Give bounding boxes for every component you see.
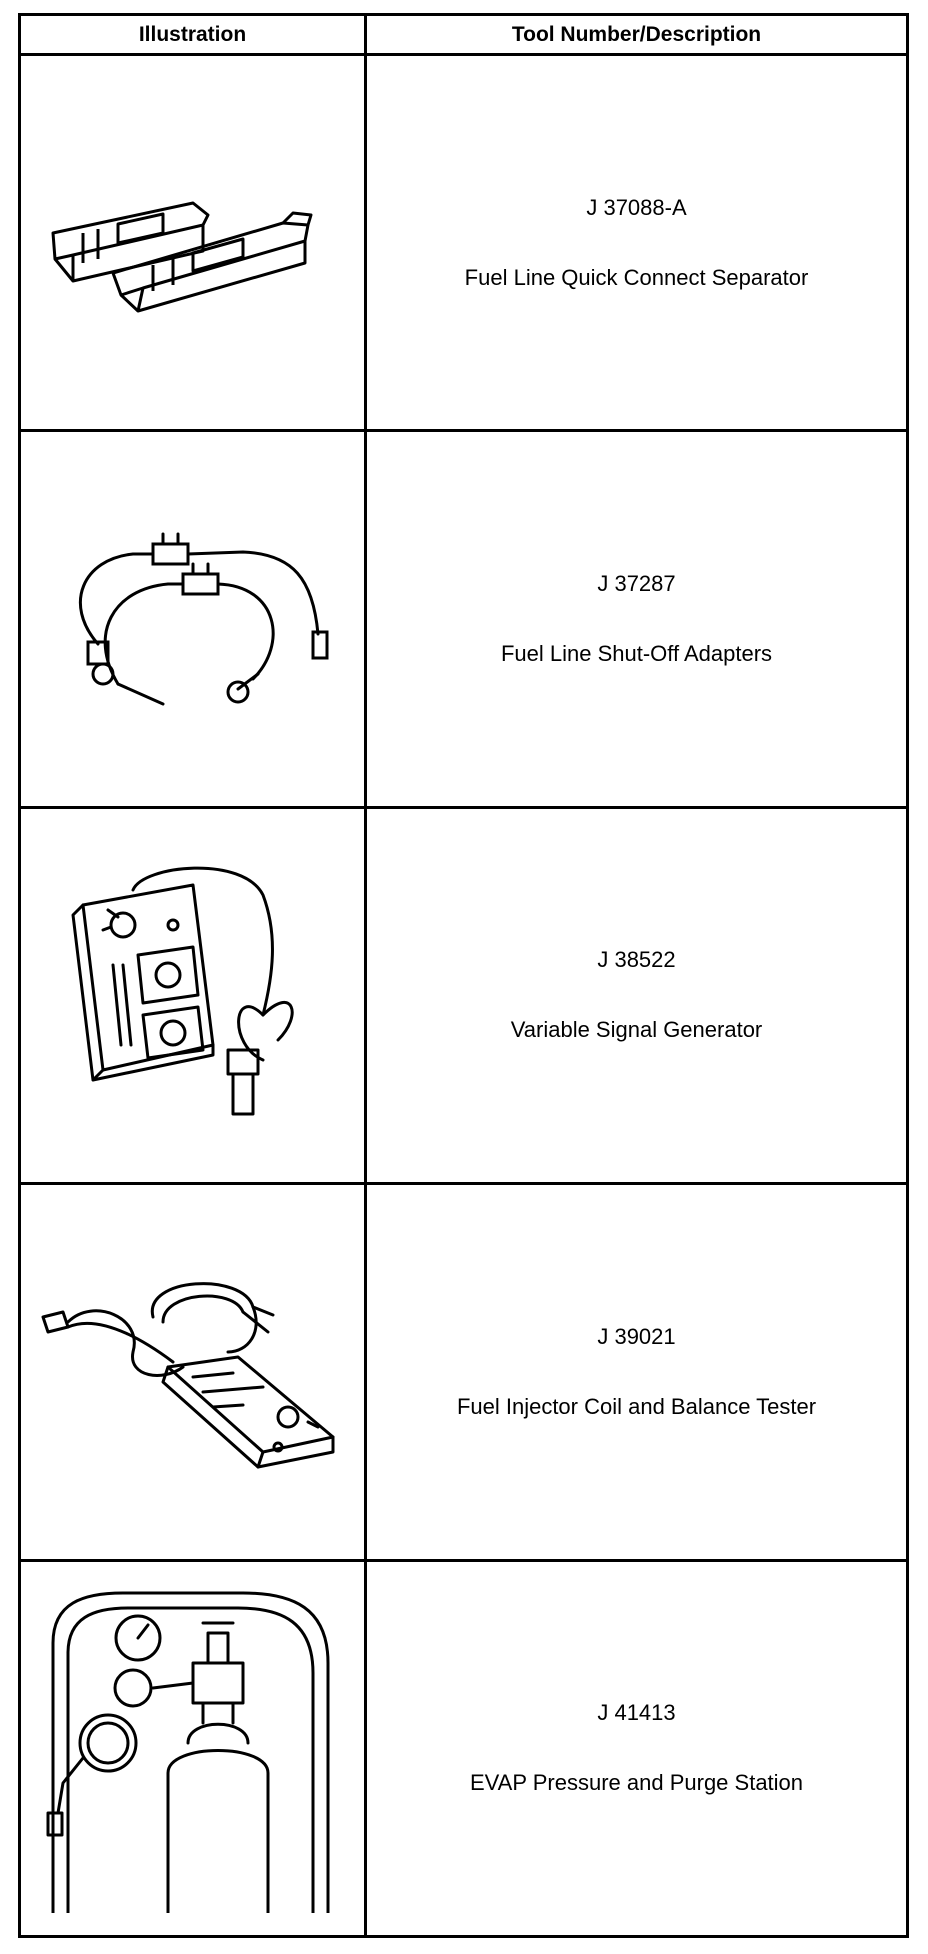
tool-number: J 39021: [597, 1323, 676, 1349]
description-cell: J 41413 EVAP Pressure and Purge Station: [364, 1558, 909, 1939]
description-cell: J 37287 Fuel Line Shut-Off Adapters: [364, 429, 909, 809]
tool-number: J 37287: [597, 571, 676, 597]
illustration-cell: [18, 1182, 367, 1562]
illustration-cell: [18, 429, 367, 809]
signal-generator-illustration: [71, 867, 294, 1116]
tool-number: J 38522: [597, 947, 676, 973]
header-illustration: Illustration: [18, 13, 367, 56]
tool-description: Fuel Injector Coil and Balance Tester: [456, 1393, 817, 1419]
tool-description: EVAP Pressure and Purge Station: [469, 1770, 804, 1796]
description-cell: J 39021 Fuel Injector Coil and Balance T…: [364, 1182, 909, 1562]
tool-number: J 41413: [597, 1700, 676, 1726]
tool-description: Fuel Line Shut-Off Adapters: [500, 641, 773, 667]
table-row: J 37287 Fuel Line Shut-Off Adapters: [18, 429, 909, 809]
table-row: J 38522 Variable Signal Generator: [18, 805, 909, 1186]
tool-description: Fuel Line Quick Connect Separator: [464, 264, 809, 290]
evap-station-illustration: [46, 1591, 329, 1914]
illustration-cell: [18, 1558, 367, 1939]
header-row: Illustration Tool Number/Description: [18, 13, 909, 56]
shut-off-adapters-illustration: [78, 532, 328, 706]
tool-table: Illustration Tool Number/Description: [18, 13, 909, 1939]
injector-tester-illustration: [41, 1282, 334, 1469]
table-row: J 39021 Fuel Injector Coil and Balance T…: [18, 1182, 909, 1562]
tool-number: J 37088-A: [586, 194, 687, 220]
description-cell: J 37088-A Fuel Line Quick Connect Separa…: [364, 52, 909, 433]
description-cell: J 38522 Variable Signal Generator: [364, 805, 909, 1186]
header-tool-description: Tool Number/Description: [364, 13, 909, 56]
quick-connect-separator-illustration: [51, 201, 312, 313]
table-row: J 37088-A Fuel Line Quick Connect Separa…: [18, 52, 909, 433]
table-row: J 41413 EVAP Pressure and Purge Station: [18, 1558, 909, 1939]
tool-description: Variable Signal Generator: [510, 1017, 763, 1043]
illustration-cell: [18, 805, 367, 1186]
illustration-cell: [18, 52, 367, 433]
